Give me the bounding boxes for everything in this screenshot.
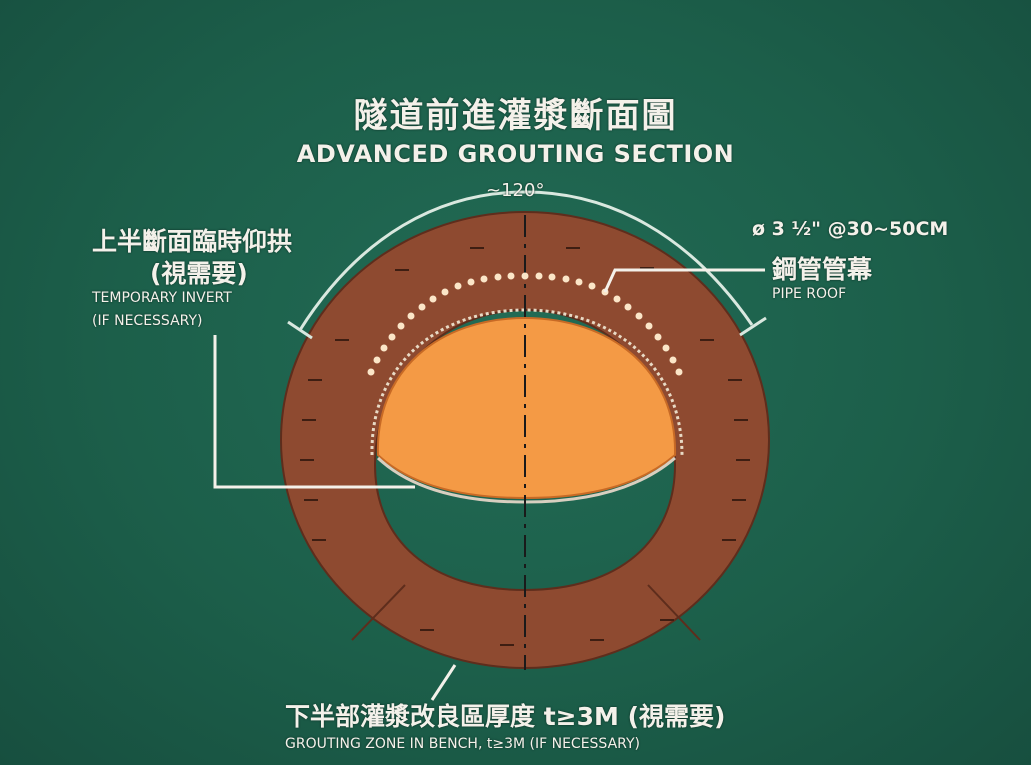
angle-arc-tick-right: [739, 316, 767, 337]
pipe-roof-label-zh: 鋼管管幕: [772, 255, 873, 284]
bench-divider-left: [351, 584, 406, 641]
upper-heading: [376, 316, 677, 500]
title-chinese: 隧道前進灌漿斷面圖: [353, 96, 678, 136]
bench-divider-right: [647, 584, 701, 641]
leader-grouting-zone: [430, 664, 457, 701]
temporary-invert-note-en: (IF NECESSARY): [92, 313, 203, 329]
temporary-invert-label-en: TEMPORARY INVERT: [92, 290, 232, 306]
title-english: ADVANCED GROUTING SECTION: [296, 140, 735, 168]
angle-arc: [298, 190, 754, 331]
ring-hatch-marks: [300, 247, 750, 646]
temporary-invert-label-zh: 上半斷面臨時仰拱: [92, 227, 293, 256]
angle-label: ~120°: [486, 180, 545, 201]
grouting-zone-label-zh: 下半部灌漿改良區厚度 t≥3M (視需要): [285, 702, 726, 731]
pipe-roof-dots: [367, 272, 683, 376]
temporary-invert-note-zh: (視需要): [150, 259, 248, 288]
pipe-roof-spec: ø 3 ½" @30~50CM: [752, 218, 949, 240]
leader-pipe-roof: [603, 268, 765, 293]
leader-temporary-invert: [213, 335, 415, 489]
pipe-roof-label-en: PIPE ROOF: [772, 286, 847, 302]
angle-arc-tick-left: [287, 320, 313, 340]
grouting-zone-label-en: GROUTING ZONE IN BENCH, t≥3M (IF NECESSA…: [285, 736, 640, 752]
